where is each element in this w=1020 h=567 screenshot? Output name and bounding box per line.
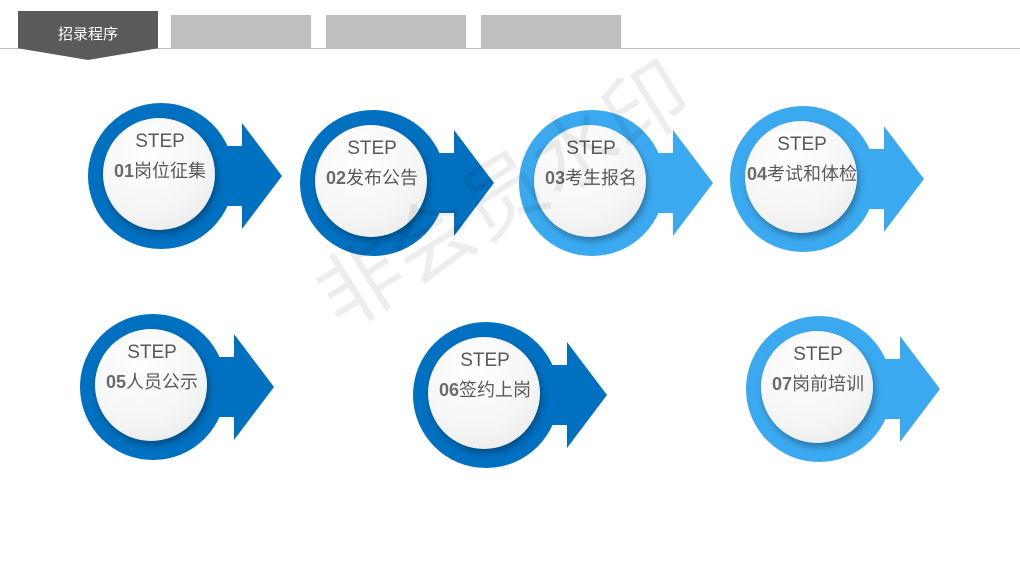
step-title: 05人员公示 (82, 368, 222, 394)
header-divider (0, 48, 1020, 49)
step-title: 04考试和体检 (732, 160, 872, 186)
step-word: STEP (793, 344, 843, 365)
step-word: STEP (127, 342, 177, 363)
step-disc (95, 329, 207, 441)
step-disc (428, 337, 540, 449)
step-05: STEP 05人员公示 (74, 312, 274, 462)
step-number: 05 (105, 372, 127, 392)
tab-4[interactable] (481, 15, 621, 48)
step-word: STEP (135, 131, 185, 152)
step-number: 02 (325, 168, 347, 188)
step-text: 人员公示 (126, 372, 199, 393)
step-number: 01 (113, 161, 135, 181)
step-text: 考生报名 (565, 168, 638, 189)
step-title: 01岗位征集 (90, 157, 230, 183)
step-06: STEP 06签约上岗 (407, 320, 607, 470)
step-07: STEP 07岗前培训 (740, 314, 940, 464)
step-title: 06签约上岗 (415, 376, 555, 402)
step-text: 发布公告 (346, 168, 419, 189)
step-text: 岗前培训 (792, 374, 865, 395)
step-disc (745, 121, 857, 233)
step-title: 07岗前培训 (748, 370, 888, 396)
step-disc (534, 125, 646, 237)
step-01: STEP 01岗位征集 (82, 101, 282, 251)
step-title: 02发布公告 (302, 164, 442, 190)
step-number: 06 (438, 380, 460, 400)
tab-active-label: 招录程序 (57, 25, 118, 43)
step-02: STEP 02发布公告 (294, 108, 494, 258)
step-number: 07 (771, 374, 793, 394)
step-word: STEP (566, 138, 616, 159)
step-word: STEP (347, 138, 397, 159)
step-text: 考试和体检 (767, 164, 858, 185)
tab-active[interactable]: 招录程序 (18, 11, 158, 60)
tab-2[interactable] (171, 15, 311, 48)
step-number: 04 (746, 164, 768, 184)
step-04: STEP 04考试和体检 (724, 104, 924, 254)
step-text: 签约上岗 (459, 380, 532, 401)
step-disc (761, 331, 873, 443)
header-bar: 招录程序 (0, 0, 1020, 60)
step-number: 03 (544, 168, 566, 188)
step-title: 03考生报名 (521, 164, 661, 190)
step-disc (103, 118, 215, 230)
step-word: STEP (777, 134, 827, 155)
step-word: STEP (460, 350, 510, 371)
step-03: STEP 03考生报名 (513, 108, 713, 258)
tab-3[interactable] (326, 15, 466, 48)
step-text: 岗位征集 (134, 161, 207, 182)
step-disc (315, 125, 427, 237)
